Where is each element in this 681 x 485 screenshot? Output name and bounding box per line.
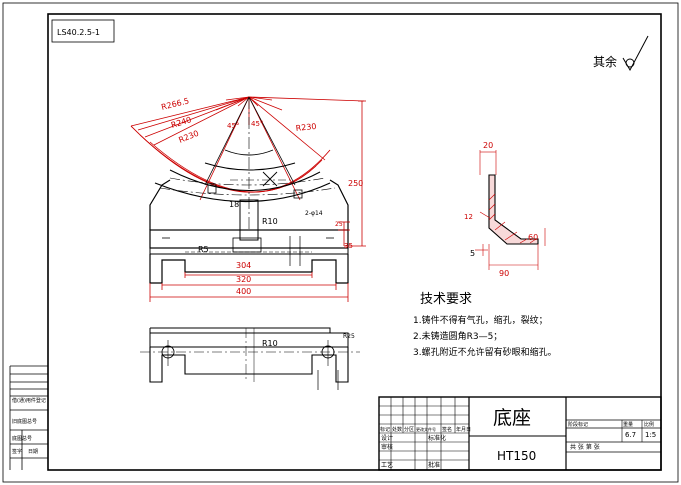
surface-note-text: 其余	[593, 54, 617, 69]
title-block	[378, 396, 662, 471]
drawing-code-box: LS40.2.5-1	[51, 19, 115, 43]
role-label-2: 审核	[381, 443, 393, 451]
material: HT150	[497, 449, 536, 463]
part-name: 底座	[493, 407, 531, 429]
section-dim-90: 90	[499, 269, 509, 278]
dim-320: 320	[236, 275, 251, 284]
section-dim-12: 12	[464, 213, 473, 221]
section-dim-5: 5	[470, 249, 475, 258]
technical-requirements: 技术要求 1.铸件不得有气孔，缩孔，裂纹； 2.未铸造圆角R3—5； 3.螺孔附…	[413, 292, 557, 358]
dim-18: 18	[229, 200, 239, 209]
inner-frame	[47, 13, 662, 471]
role-label-3: 工艺	[381, 461, 393, 469]
left-strip-label-5: 日期	[28, 449, 38, 455]
weight-label: 重量	[623, 421, 633, 428]
left-strip-label-1: 借(通)用件登记	[12, 397, 46, 404]
dim-r10-bottom: R10	[262, 339, 278, 348]
tech-req-heading: 技术要求	[420, 292, 472, 307]
role-label-4: 标准化	[428, 434, 446, 442]
section-hatch	[488, 174, 539, 245]
dim-r-outer: R266.5	[160, 96, 190, 112]
dim-r25: R25	[343, 333, 355, 340]
left-strip	[9, 365, 48, 470]
dim-r5: R5	[198, 245, 209, 254]
row-label-1: 标记	[380, 426, 390, 433]
dim-phi14: 2-φ14	[305, 210, 323, 217]
left-strip-label-2: 旧底图总号	[12, 418, 37, 425]
dim-r240: R240	[170, 115, 193, 130]
dim-height-250: 250	[348, 179, 363, 188]
tech-req-item-2: 2.未铸造圆角R3—5；	[413, 330, 502, 342]
surface-note: 其余	[593, 35, 649, 72]
drawing-code: LS40.2.5-1	[57, 28, 100, 37]
left-strip-label-4: 签字	[12, 448, 22, 455]
bottom-view: R10 R25	[140, 327, 360, 390]
section-dim-60: 60	[528, 233, 538, 242]
dim-35: 35	[344, 242, 353, 250]
dim-r230-right: R230	[295, 122, 317, 133]
row-label-2: 处数	[392, 426, 402, 433]
dim-25: 25	[335, 221, 343, 228]
scale-label: 比例	[644, 421, 654, 428]
row-label-6: 年月日	[456, 426, 471, 433]
section-view: 20 12 60 5 90	[464, 141, 546, 278]
stage-label: 阶段标记	[568, 421, 588, 428]
role-label-1: 设计	[381, 434, 393, 442]
dim-r10-front: R10	[262, 217, 278, 226]
row-label-3: 分区	[404, 426, 414, 433]
section-dim-20: 20	[483, 141, 493, 150]
sheet-label: 共 张 第 张	[570, 443, 600, 451]
tech-req-item-1: 1.铸件不得有气孔，缩孔，裂纹；	[413, 314, 548, 326]
left-strip-label-3: 底图总号	[12, 435, 32, 442]
dim-angle-left: 45°	[227, 122, 239, 130]
weight-value: 6.7	[625, 431, 636, 439]
dim-angle-right: 45°	[251, 120, 263, 128]
dim-400: 400	[236, 287, 251, 296]
scale-value: 1:5	[645, 431, 656, 439]
row-label-4: 更改文件号	[416, 426, 436, 432]
tech-req-item-3: 3.螺孔附近不允许留有砂眼和缩孔。	[413, 346, 557, 358]
front-view: R266.5 R240 R230 R230 45° 45° 250 25 35 …	[130, 96, 366, 302]
row-label-5: 签名	[442, 426, 452, 433]
role-label-5: 批准	[428, 461, 440, 469]
dim-304: 304	[236, 261, 251, 270]
